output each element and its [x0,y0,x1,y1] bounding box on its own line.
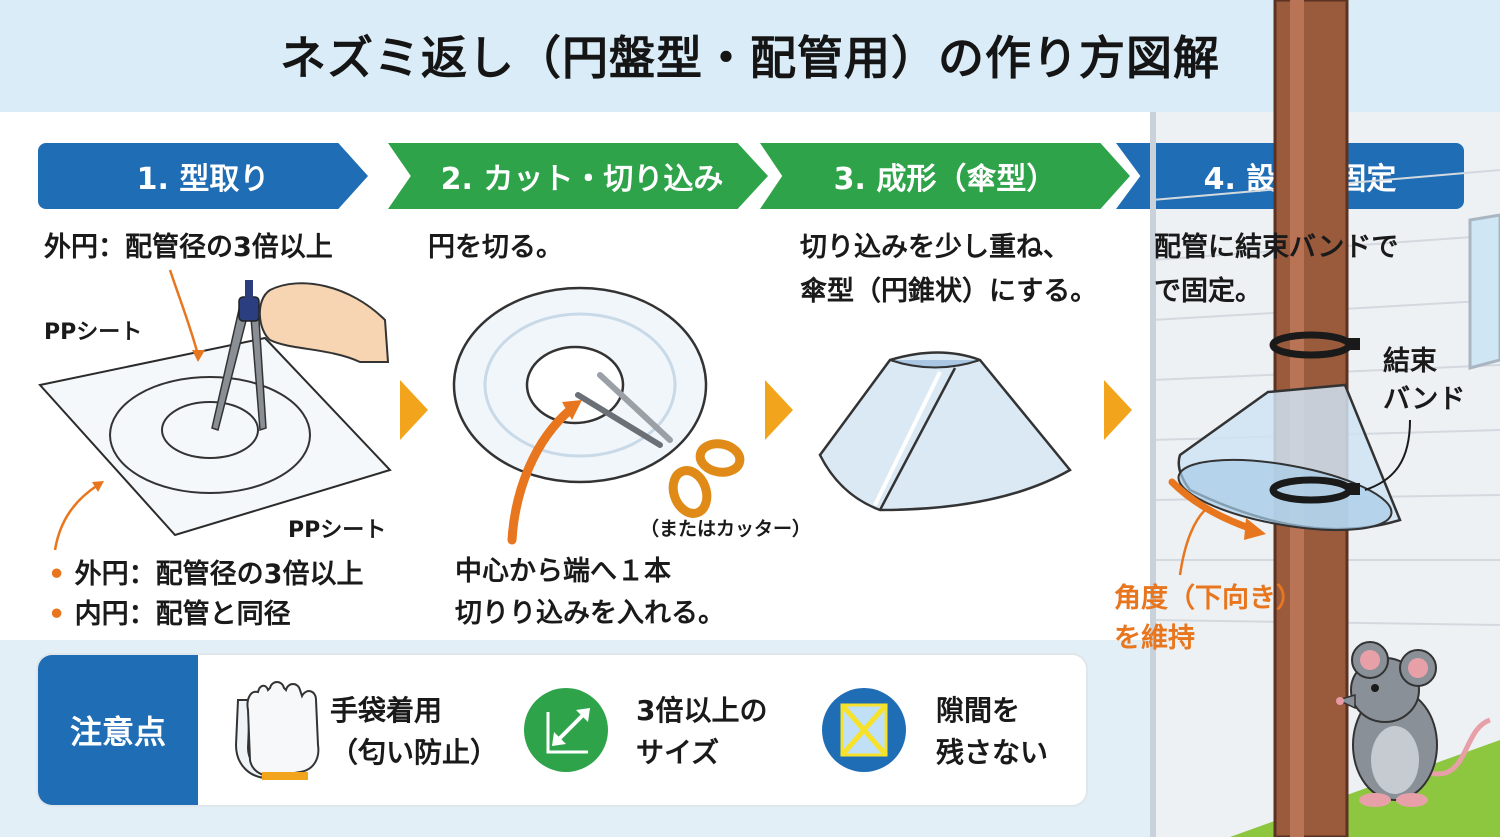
step-3-header: 3. 成形（傘型） [760,143,1130,209]
step-1-sheet-label-top: PPシート [44,320,143,345]
step-1-bullet-inner: • 内円：配管と同径 [48,593,291,637]
notice-header: 注意点 [38,655,198,805]
angle-label-1: 角度（下向き） [1114,583,1303,614]
step-2-header: 2. カット・切り込み [388,143,768,209]
pp-sheet-illustration [38,336,392,537]
angle-label-2: を維持 [1114,623,1195,654]
bullet-dot: • [48,599,66,630]
step-3-line-2: 傘型（円錐状）にする。 [800,276,1098,307]
page-title: ネズミ返し（円盤型・配管用）の作り方図解 [280,31,1220,85]
gloves-icon [234,681,320,780]
bullet-text: 外円：配管径の3倍以上 [74,559,364,590]
cone-illustration [818,351,1072,512]
step-1-bullet-outer: • 外円：配管径の3倍以上 [48,553,363,597]
notice-item-line-1: 手袋着用 [330,694,443,727]
step-3-line-1: 切り込みを少し重ね、 [800,232,1070,263]
notice-item-line-2: サイズ [636,736,720,769]
step-chevron-2 [765,380,793,440]
notice-item-size: 3倍以上の サイズ [636,690,767,774]
band-label-1: 結束 [1383,346,1437,377]
compass-icon [211,280,267,432]
step-chevron-3 [1104,380,1132,440]
scissors-icon [575,372,745,518]
step-1-header: 1. 型取り [38,143,368,209]
band-pointer [1364,419,1411,491]
notice-item-line-2: （匂い防止） [330,736,499,769]
band-label-2: バンド [1383,384,1466,415]
no-gap-icon [822,688,906,772]
step-4-line-2: で固定。 [1154,276,1262,307]
step-2-caption: 円を切る。 [428,232,563,263]
angle-pointer [1178,509,1206,576]
notice-item-line-1: 3倍以上の [636,694,768,727]
cut-arrow [507,405,575,545]
step-chevron-1 [400,380,428,440]
step-2-tool-note: （またはカッター） [640,518,812,540]
arrow-to-sheet [53,483,99,551]
notice-item-gap: 隙間を 残さない [936,690,1048,774]
bullet-dot: • [48,559,66,590]
mouse-icon [1335,641,1492,807]
step-1-top-note: 外円：配管径の3倍以上 [44,232,333,263]
notice-item-line-2: 残さない [936,736,1049,769]
wall-base [1150,112,1156,837]
title-banner [0,0,1500,112]
step-2-instruction-2: 切りり込みを入れる。 [455,598,725,629]
step-4-line-1: 配管に結束バンドで [1154,232,1399,263]
step-2-instruction-1: 中心から端へ１本 [455,556,671,587]
arrow-to-outer-circle [168,269,200,356]
step-1-sheet-label-bottom: PPシート [288,518,387,543]
notice-item-line-1: 隙間を [936,694,1021,727]
bullet-text: 内円：配管と同径 [74,599,291,630]
window [1468,213,1500,370]
size-arrow-icon [524,688,608,772]
hand-icon [258,282,390,363]
notice-item-gloves: 手袋着用 （匂い防止） [330,690,498,774]
